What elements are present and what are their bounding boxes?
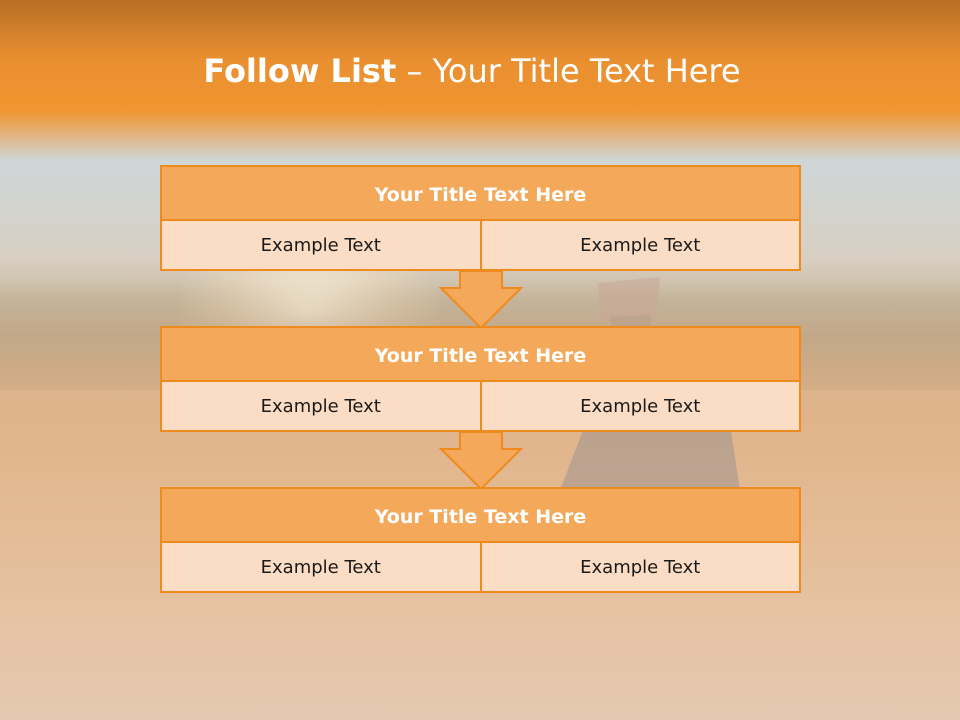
list-block-3: Your Title Text Here Example Text Exampl…: [160, 487, 801, 593]
block-row: Example Text Example Text: [160, 543, 801, 593]
title-bold: Follow List: [203, 52, 397, 90]
block-title: Your Title Text Here: [160, 165, 801, 221]
down-arrow-icon: [438, 431, 524, 491]
block-cell-right: Example Text: [481, 382, 801, 432]
block-cell-left: Example Text: [160, 382, 482, 432]
block-row: Example Text Example Text: [160, 221, 801, 271]
block-cell-right: Example Text: [481, 221, 801, 271]
block-row: Example Text Example Text: [160, 382, 801, 432]
block-cell-left: Example Text: [160, 543, 482, 593]
list-block-2: Your Title Text Here Example Text Exampl…: [160, 326, 801, 432]
header-band: [0, 0, 960, 160]
block-title: Your Title Text Here: [160, 326, 801, 382]
title-rest-text: – Your Title Text Here: [406, 52, 741, 90]
block-title: Your Title Text Here: [160, 487, 801, 543]
list-block-1: Your Title Text Here Example Text Exampl…: [160, 165, 801, 271]
slide-title: Follow List – Your Title Text Here: [0, 52, 944, 90]
title-rest: – Your Title Text Here: [396, 52, 740, 90]
block-cell-right: Example Text: [481, 543, 801, 593]
block-cell-left: Example Text: [160, 221, 482, 271]
down-arrow-icon: [438, 270, 524, 330]
